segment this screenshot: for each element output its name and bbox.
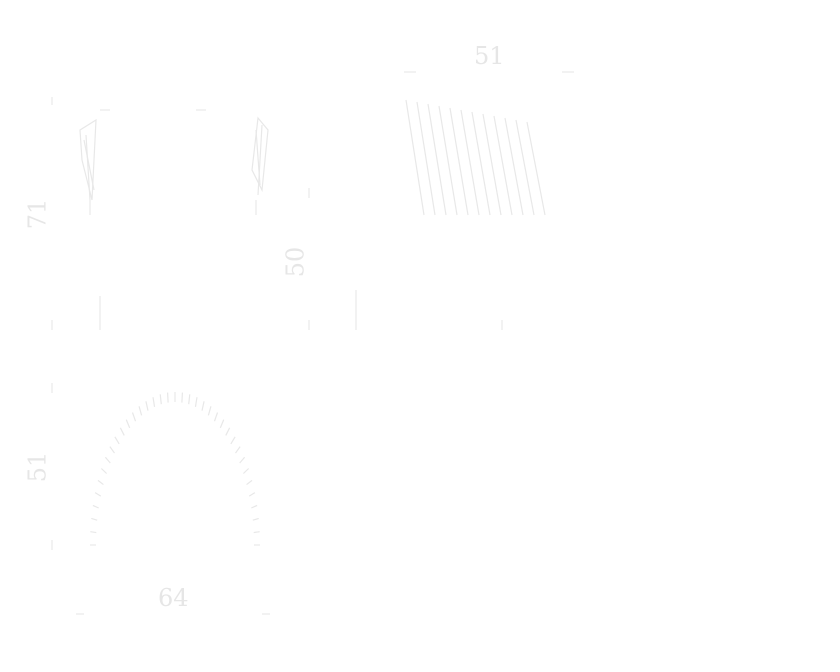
arch-tick	[201, 401, 205, 411]
arch-tick	[125, 419, 131, 429]
arch-tick	[230, 436, 236, 445]
arch-tick	[213, 412, 219, 422]
arch-tick	[145, 401, 149, 411]
arch-tick	[242, 468, 250, 474]
arch-tick	[251, 504, 258, 509]
arch-tick	[138, 406, 143, 416]
dimension-label-middle-height: 50	[281, 246, 310, 278]
dimension-label-bottom-height: 51	[23, 451, 52, 483]
hatch-line	[482, 113, 502, 216]
dimension-label-top-width: 51	[474, 42, 505, 70]
arch-tick	[166, 392, 169, 403]
hatch-line	[427, 103, 447, 216]
arch-tick	[207, 406, 212, 416]
arch-tick	[131, 412, 137, 422]
arch-tick	[188, 394, 191, 405]
arch-tick	[152, 397, 156, 407]
dimension-ticks	[51, 71, 574, 615]
hatch-line	[438, 105, 458, 216]
arch-tick	[159, 394, 162, 405]
arch-tick	[100, 468, 108, 474]
arch-tick	[194, 397, 198, 407]
arch-tick	[235, 446, 241, 454]
arch-tick	[246, 479, 253, 486]
hatch-line	[526, 121, 546, 216]
arch-tick	[94, 492, 102, 497]
arch-tick	[91, 517, 98, 521]
hatch-line	[471, 111, 491, 216]
hatch-line	[504, 117, 524, 216]
arch-tick	[253, 531, 260, 534]
arch-tick	[114, 436, 120, 445]
arch-tick	[252, 517, 259, 521]
dimension-label-bottom-width: 64	[158, 584, 189, 612]
arch-tick	[92, 504, 99, 509]
left-bracket-part	[79, 116, 269, 215]
dimension-label-left-height: 71	[23, 198, 52, 230]
arch-tick	[119, 427, 125, 436]
arch-part	[90, 392, 260, 546]
arch-tick	[90, 531, 97, 534]
hatch-line	[416, 101, 436, 216]
hatch-line	[515, 119, 535, 216]
hatched-block	[405, 99, 546, 216]
hatch-line	[493, 115, 513, 216]
arch-tick	[225, 427, 231, 436]
arch-tick	[248, 492, 256, 497]
arch-tick	[104, 456, 111, 464]
arch-tick	[239, 456, 246, 464]
hatch-line	[460, 109, 480, 216]
arch-tick	[219, 419, 225, 429]
hatch-line	[405, 99, 425, 216]
hatch-line	[449, 107, 469, 216]
arch-tick	[181, 392, 184, 403]
arch-tick	[109, 446, 115, 454]
arch-tick	[97, 479, 104, 486]
